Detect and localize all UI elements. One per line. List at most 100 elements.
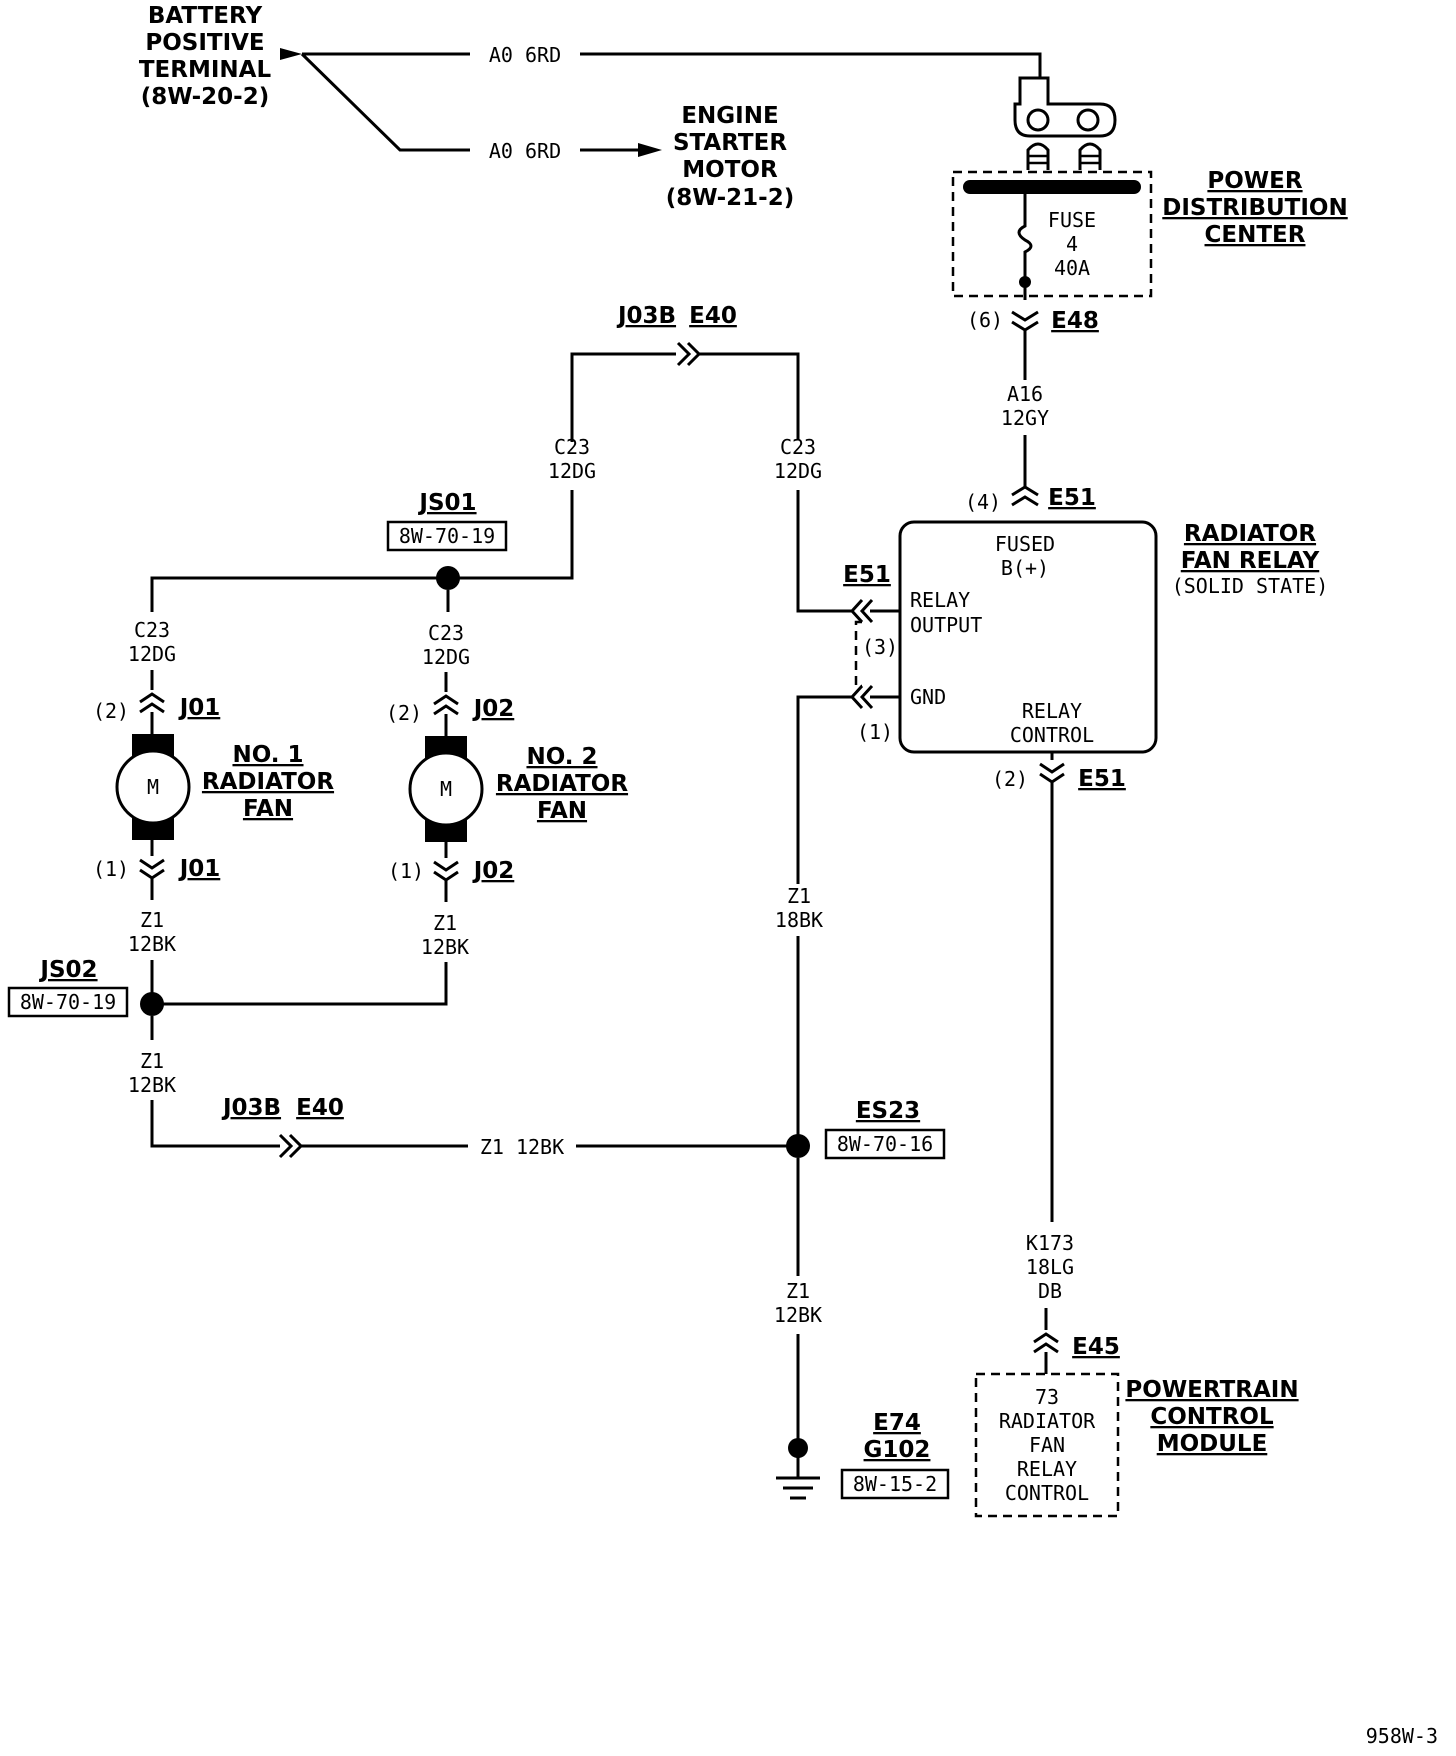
battery-line1: BATTERY [148, 3, 263, 29]
connector-j01-top-symbol [139, 692, 165, 714]
splice-es23-ref: 8W-70-16 [837, 1132, 933, 1156]
pcm-dashed-box [974, 1372, 1120, 1518]
wire-c23-fan2-gauge: 12DG [422, 645, 470, 669]
pdc-bus-bar [963, 180, 1141, 194]
pcm-line1: RADIATOR [999, 1409, 1096, 1433]
wire-c23-top-right-circuit: C23 [780, 435, 816, 459]
wire-z1-fan2-to-js02 [152, 962, 448, 1006]
pdc-line1: POWER [1207, 168, 1302, 194]
connector-j02-bottom-symbol [433, 860, 459, 882]
pcm-title-line1: POWERTRAIN [1125, 1377, 1298, 1403]
splice-js02-ref: 8W-70-19 [20, 990, 116, 1014]
wire-k173-circuit: K173 [1026, 1231, 1074, 1255]
battery-line2: POSITIVE [145, 30, 264, 56]
fan2-motor-symbol: M [440, 777, 452, 801]
connector-e45-name: E45 [1072, 1334, 1120, 1360]
wire-k173-tracer: DB [1038, 1279, 1062, 1303]
relay-output-line2: OUTPUT [910, 613, 982, 637]
relay-fused-line1: FUSED [995, 532, 1055, 556]
pcm-title-line2: CONTROL [1150, 1404, 1274, 1430]
starter-line3: MOTOR [682, 157, 778, 183]
connector-e48-symbol [1011, 310, 1039, 332]
wire-a0-top-label: A0 6RD [489, 43, 561, 67]
connector-j03b-top-a: J03B [616, 303, 676, 329]
connector-e48-pin: (6) [967, 308, 1003, 332]
connector-j02-top-symbol [433, 694, 459, 716]
connector-j03b-bottom-a: J03B [221, 1095, 281, 1121]
ground-ref: 8W-15-2 [853, 1472, 937, 1496]
battery-line3: TERMINAL [139, 57, 272, 83]
connector-j03b-top-b: E40 [689, 303, 737, 329]
wire-c23-fan2-circuit: C23 [428, 621, 464, 645]
wire-z1-fan1-gauge: 12BK [128, 932, 176, 956]
relay-gnd: GND [910, 685, 946, 709]
connector-j01-bottom-pin: (1) [93, 857, 129, 881]
wire-c23-top-right-gauge: 12DG [774, 459, 822, 483]
wire-c23-to-js01 [448, 490, 574, 580]
wire-c23-top-left-gauge: 12DG [548, 459, 596, 483]
relay-control-line2: CONTROL [1010, 723, 1094, 747]
ground-line1: E74 [873, 1410, 921, 1436]
splice-es23-ref-box [824, 1128, 946, 1160]
wire-z1-ground-circuit: Z1 [786, 1279, 810, 1303]
wire-a16-circuit: A16 [1007, 382, 1043, 406]
wire-z1-relay-upper [796, 695, 852, 884]
connector-j01-bottom-symbol [139, 858, 165, 880]
connector-j02-top-pin: (2) [386, 701, 422, 725]
wire-z1-js02-gauge: 12BK [128, 1073, 176, 1097]
connector-j03b-top-symbol [676, 341, 702, 367]
wire-z1-relay-gauge: 18BK [775, 908, 823, 932]
pcm-pin: 73 [1035, 1385, 1059, 1409]
wire-z1-fan2-circuit: Z1 [433, 911, 457, 935]
wire-c23-fan1-circuit: C23 [134, 618, 170, 642]
wire-z1-ground-gauge: 12BK [774, 1303, 822, 1327]
connector-e51-top-name: E51 [1048, 485, 1096, 511]
pdc-dashed-box [951, 170, 1153, 298]
pcm-line4: CONTROL [1005, 1481, 1089, 1505]
fuse-4-symbol [1017, 194, 1033, 284]
starter-line2: STARTER [673, 130, 787, 156]
ground-eyelet [788, 1438, 808, 1458]
connector-e51-bottom-symbol [1039, 762, 1065, 784]
ground-line2: G102 [864, 1437, 931, 1463]
connector-e51-bottom-name: E51 [1078, 766, 1126, 792]
engine-starter-motor-label: ENGINE STARTER MOTOR (8W-21-2) [666, 103, 794, 211]
connector-e51-left-pin1: (1) [857, 720, 893, 744]
relay-title-line1: RADIATOR [1184, 521, 1316, 547]
page-code: 958W-3 [1366, 1724, 1438, 1748]
wire-c23-top-right [699, 352, 800, 440]
powertrain-control-module-label: POWERTRAIN CONTROL MODULE [1125, 1377, 1298, 1457]
fan2-line2: RADIATOR [496, 771, 628, 797]
fuse-number: 4 [1066, 232, 1078, 256]
pdc-line2: DISTRIBUTION [1162, 195, 1347, 221]
splice-js01-name: JS01 [417, 490, 476, 516]
wire-a16-gauge: 12GY [1001, 406, 1049, 430]
splice-js02-ref-box [7, 986, 129, 1018]
fan2-line3: FAN [537, 798, 587, 824]
fan2-motor: M [408, 736, 484, 842]
splice-js02 [140, 992, 164, 1016]
wire-z1-fan2-gauge: 12BK [421, 935, 469, 959]
splice-js01-ref: 8W-70-19 [399, 524, 495, 548]
connector-j01-top-pin: (2) [93, 699, 129, 723]
connector-e51-top-pin: (4) [965, 490, 1001, 514]
ground-ref-box [840, 1468, 950, 1500]
starter-arrow [638, 143, 662, 157]
connector-j01-bottom-name: J01 [178, 856, 221, 882]
connector-e51-left-pin1-symbol [849, 684, 874, 710]
connector-e51-left-name: E51 [843, 562, 891, 588]
power-distribution-center-label: POWER DISTRIBUTION CENTER [1162, 168, 1347, 248]
relay-output-line1: RELAY [910, 588, 970, 612]
connector-j02-bottom-name: J02 [472, 858, 515, 884]
connector-e51-bottom-pin: (2) [992, 767, 1028, 791]
radiator-fan-relay-label: RADIATOR FAN RELAY (SOLID STATE) [1172, 521, 1329, 598]
pcm-line2: FAN [1029, 1433, 1065, 1457]
radiator-fan-relay-box [898, 520, 1158, 754]
connector-e51-left-dashed [854, 620, 862, 688]
wire-js01-to-fan1 [150, 576, 448, 612]
fan1-motor: M [115, 734, 191, 840]
fan1-line1: NO. 1 [232, 742, 303, 768]
no1-radiator-fan-label: NO. 1 RADIATOR FAN [202, 742, 334, 822]
relay-title-line3: (SOLID STATE) [1172, 574, 1329, 598]
fuse-rating: 40A [1054, 256, 1090, 280]
